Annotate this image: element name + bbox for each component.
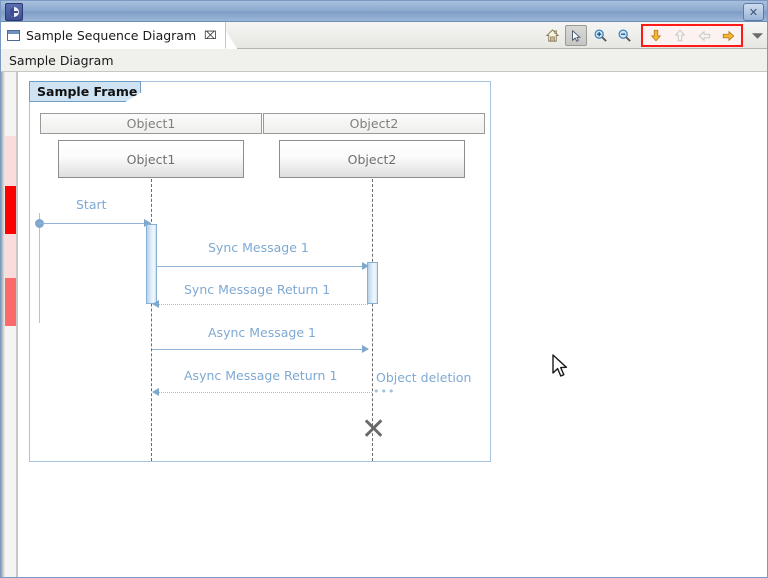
lifeline-object1[interactable]: [151, 179, 152, 461]
view-menu-button[interactable]: [749, 25, 765, 46]
select-arrow-icon: [572, 29, 581, 42]
tab-label: Sample Sequence Diagram: [26, 27, 197, 43]
zoom-out-button[interactable]: [613, 25, 635, 46]
object-box-object1[interactable]: Object1: [58, 140, 244, 178]
start-message-line[interactable]: [39, 223, 151, 224]
arrow-left-icon: [698, 30, 710, 41]
close-icon: ✕: [748, 5, 759, 19]
diagram-canvas[interactable]: Sample Frame Object1 Object2 Object1 Obj…: [1, 72, 767, 577]
next-page-button[interactable]: [645, 25, 667, 46]
zoom-out-icon: [618, 29, 631, 42]
message-line-async-message-1[interactable]: [152, 349, 368, 350]
overview-ruler[interactable]: [1, 72, 17, 577]
home-icon: [545, 29, 559, 42]
ruler-shadow: [1, 72, 5, 577]
message-line-sync-message-return-1[interactable]: [158, 304, 368, 305]
header-label: Object2: [349, 116, 399, 131]
breadcrumb: Sample Diagram: [1, 49, 767, 72]
previous-page-button: [669, 25, 691, 46]
ruler-marker-pale-2[interactable]: [5, 234, 16, 282]
activation-bar-object2[interactable]: [367, 262, 378, 304]
message-arrow-async-message-1: [362, 345, 369, 353]
ruler-marker-error-1[interactable]: [5, 186, 16, 234]
editor-tab-row: Sample Sequence Diagram ⌧: [1, 22, 767, 50]
tab-close-icon[interactable]: ⌧: [204, 28, 217, 42]
zoom-in-button[interactable]: [589, 25, 611, 46]
document-icon: [7, 29, 20, 41]
diagram-toolbar: [540, 24, 765, 47]
message-arrow-async-message-return-1: [152, 388, 159, 396]
window-titlebar: ✕: [1, 1, 767, 22]
select-tool-button[interactable]: [565, 25, 587, 46]
navigation-button-group: [641, 24, 743, 47]
message-arrow-sync-message-return-1: [152, 300, 159, 308]
scroll-pane: Sample Frame Object1 Object2 Object1 Obj…: [17, 72, 767, 577]
header-label: Object1: [126, 116, 176, 131]
start-vertical-line: [39, 213, 40, 323]
home-button[interactable]: [541, 25, 563, 46]
breadcrumb-label: Sample Diagram: [9, 52, 114, 68]
zoom-in-icon: [594, 29, 607, 42]
message-label-async-message-1: Async Message 1: [208, 325, 316, 340]
frame-label-text: Sample Frame: [37, 84, 138, 99]
deletion-dots: •••: [373, 385, 396, 398]
sequence-diagram: Sample Frame Object1 Object2 Object1 Obj…: [18, 72, 767, 577]
object-label: Object1: [126, 151, 176, 167]
message-label-sync-message-return-1: Sync Message Return 1: [184, 282, 331, 297]
destruction-marker[interactable]: ✕: [361, 412, 387, 447]
start-label: Start: [76, 197, 107, 212]
lifeline-header-object1[interactable]: Object1: [40, 113, 262, 134]
arrow-down-icon: [650, 29, 662, 42]
object-label: Object2: [347, 151, 397, 167]
arrow-up-icon: [674, 29, 686, 42]
message-line-sync-message-1[interactable]: [157, 266, 368, 267]
start-arrow-head: [144, 219, 151, 227]
message-line-async-message-return-1[interactable]: [158, 392, 372, 393]
back-button: [693, 25, 715, 46]
interaction-frame[interactable]: [29, 81, 491, 462]
chevron-down-icon: [751, 32, 763, 39]
forward-button[interactable]: [717, 25, 739, 46]
ruler-marker-pale-1[interactable]: [5, 136, 16, 233]
message-label-sync-message-1: Sync Message 1: [208, 240, 309, 255]
activation-bar-object1[interactable]: [146, 224, 157, 304]
message-label-async-message-return-1: Async Message Return 1: [184, 368, 338, 383]
frame-label[interactable]: Sample Frame: [29, 81, 141, 102]
object-box-object2[interactable]: Object2: [279, 140, 465, 178]
ruler-marker-error-2[interactable]: [5, 278, 16, 326]
arrow-right-icon: [722, 30, 734, 41]
window-close-button[interactable]: ✕: [743, 3, 764, 21]
lifeline-object2[interactable]: [372, 179, 373, 461]
tab-sample-sequence-diagram[interactable]: Sample Sequence Diagram ⌧: [1, 22, 226, 49]
app-icon: [5, 3, 23, 21]
message-arrow-sync-message-1: [362, 262, 369, 270]
object-deletion-label: Object deletion: [376, 370, 472, 385]
lifeline-header-object2[interactable]: Object2: [263, 113, 485, 134]
